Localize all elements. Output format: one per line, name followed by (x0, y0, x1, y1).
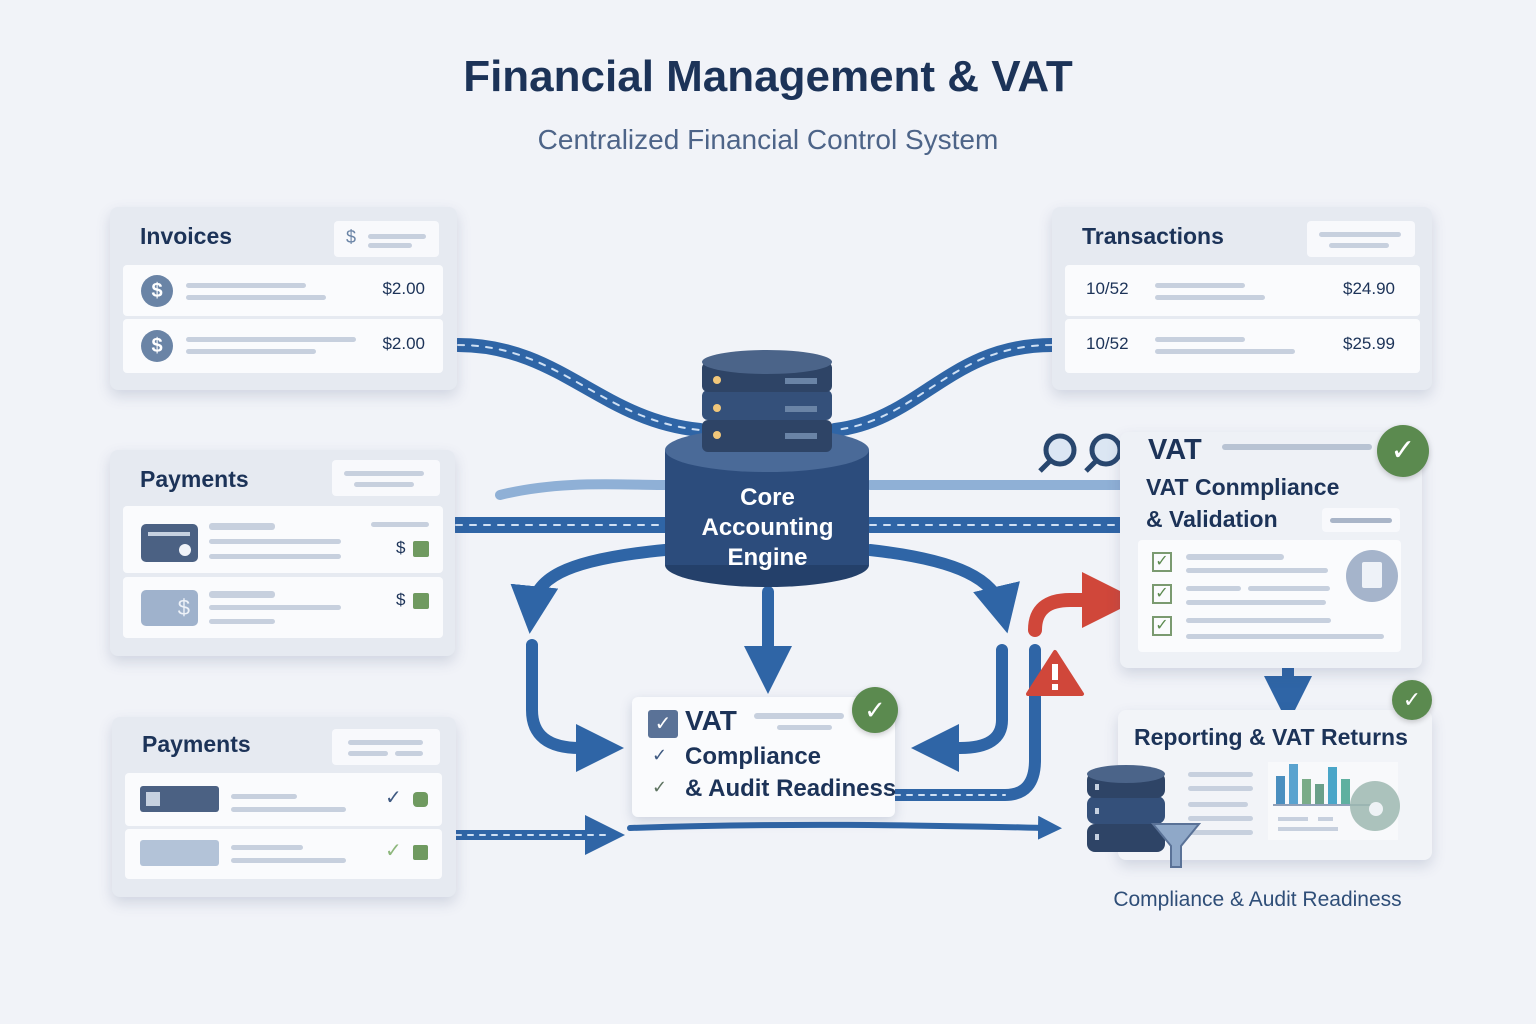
checkbox-icon[interactable]: ✓ (1152, 584, 1172, 604)
vat-checklist: ✓ ✓ ✓ (1138, 540, 1401, 652)
invoices-header-box: $ (334, 221, 439, 257)
transactions-title: Transactions (1082, 223, 1224, 249)
transaction-ref: 10/52 (1086, 279, 1129, 298)
checkbox-icon[interactable]: ✓ (1152, 616, 1172, 636)
flow-right-loop (864, 544, 1020, 634)
database-icon (1087, 765, 1202, 868)
check-badge-icon: ✓ (1392, 680, 1432, 720)
check-badge-icon: ✓ (1377, 425, 1429, 477)
flow-vat-to-alert (889, 644, 1041, 801)
payments-panel-top: Payments $ $ $ (110, 450, 455, 656)
flow-transactions (828, 338, 1059, 437)
invoice-amount: $2.00 (382, 279, 425, 298)
vat-compliance-card: ✓ VAT ✓ Compliance ✓ & Audit Readiness (632, 697, 897, 817)
dollar-icon: $ (346, 227, 357, 247)
transaction-amount: $24.90 (1343, 279, 1395, 298)
core-engine-graphic (665, 350, 869, 587)
checkbox-icon[interactable]: ✓ (1152, 552, 1172, 572)
warning-icon (1026, 650, 1084, 696)
transactions-panel: Transactions 10/52 $24.90 10/52 $25.99 (1052, 207, 1432, 390)
payment-symbol: $ (396, 538, 406, 557)
flow-right-return (911, 644, 1008, 772)
magnifier-icon (1038, 433, 1123, 473)
payments-title: Payments (140, 466, 249, 492)
payments-panel-bottom: Payments ✓ ✓ (112, 717, 456, 897)
status-icon (413, 541, 429, 557)
vat-panel-line1: VAT Conmpliance (1146, 474, 1340, 500)
card-icon (140, 840, 219, 866)
flow-left-return (526, 639, 624, 772)
check-badge-icon: ✓ (852, 687, 898, 733)
payment-row[interactable]: $ $ (123, 577, 443, 638)
invoices-title: Invoices (140, 223, 233, 249)
vat-heading: VAT (685, 705, 737, 736)
core-engine-label: Core Accounting Engine (701, 484, 834, 571)
flow-to-reporting (627, 815, 1062, 840)
payments-header-box (332, 460, 440, 496)
vat-panel-line2: & Validation (1146, 506, 1278, 532)
invoice-row[interactable]: $ $2.00 (123, 265, 443, 316)
check-icon: ✓ (652, 745, 668, 765)
transaction-ref: 10/52 (1086, 334, 1129, 353)
status-icon (413, 792, 428, 807)
payments-title: Payments (142, 731, 251, 757)
funnel-icon (1150, 823, 1202, 868)
invoices-panel: Invoices $ $ $2.00 $ $2.00 (110, 207, 457, 390)
transaction-row[interactable]: 10/52 $24.90 (1065, 265, 1420, 316)
transaction-amount: $25.99 (1343, 334, 1395, 353)
server-icon (702, 350, 832, 452)
page-subtitle: Centralized Financial Control System (537, 124, 999, 155)
check-icon: ✓ (385, 840, 402, 862)
check-icon: ✓ (652, 777, 668, 797)
document-icon (1346, 550, 1398, 602)
payments-header-box (332, 729, 440, 765)
vat-panel-heading: VAT (1148, 434, 1202, 466)
payment-symbol: $ (396, 590, 406, 609)
flow-left-loop (510, 544, 671, 634)
vat-line1: Compliance (685, 743, 822, 770)
bank-card-icon (140, 786, 219, 812)
invoice-amount: $2.00 (382, 334, 425, 353)
checkbox-icon: ✓ (648, 710, 678, 738)
flow-alert-red (1028, 572, 1138, 637)
bar-chart-icon (1268, 762, 1400, 840)
vat-line2: & Audit Readiness (685, 775, 897, 802)
credit-card-icon (141, 524, 198, 562)
invoice-row[interactable]: $ $2.00 (123, 319, 443, 373)
status-icon (413, 845, 428, 860)
payment-row[interactable]: $ (123, 506, 443, 573)
transactions-header-box (1307, 221, 1415, 257)
page-title: Financial Management & VAT (463, 52, 1073, 101)
reporting-title: Reporting & VAT Returns (1134, 724, 1408, 750)
transaction-row[interactable]: 10/52 $25.99 (1065, 319, 1420, 373)
payment-row[interactable]: ✓ (125, 829, 442, 879)
check-icon: ✓ (385, 787, 402, 809)
cash-icon: $ (141, 590, 198, 626)
dollar-coin-icon: $ (141, 330, 173, 362)
payment-row[interactable]: ✓ (125, 773, 442, 826)
vat-validation-panel: VAT VAT Conmpliance & Validation ✓ ✓ ✓ (1120, 432, 1422, 668)
dollar-coin-icon: $ (141, 275, 173, 307)
footer-caption: Compliance & Audit Readiness (1113, 888, 1402, 911)
status-icon (413, 593, 429, 609)
